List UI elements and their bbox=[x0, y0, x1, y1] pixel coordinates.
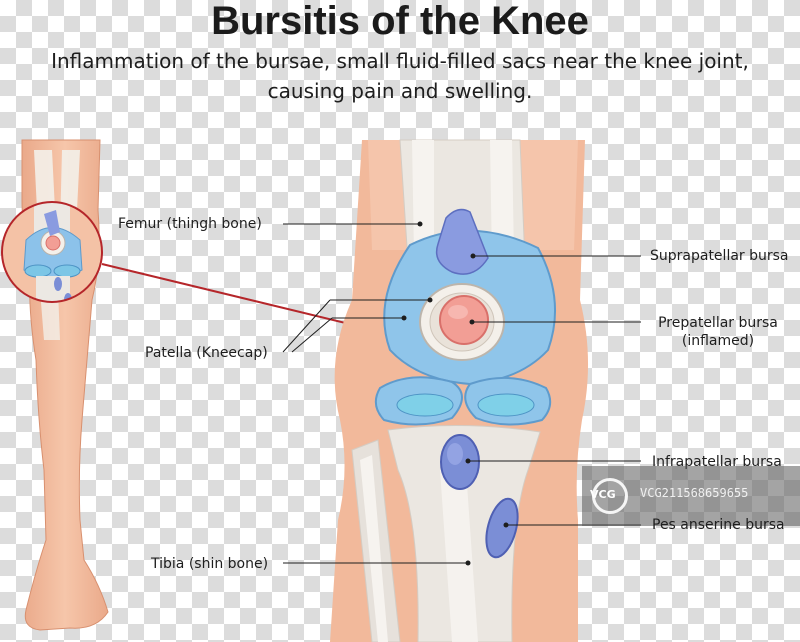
label-prepatellar-line-2: (inflamed) bbox=[681, 333, 755, 349]
zoom-circle bbox=[1, 201, 103, 303]
watermark-id: VCG211568659655 bbox=[640, 486, 749, 500]
subtitle-line-1: Inflammation of the bursae, small fluid-… bbox=[51, 49, 749, 73]
label-tibia: Tibia (shin bone) bbox=[151, 556, 269, 572]
watermark-brand: VCG bbox=[590, 488, 616, 501]
label-patella: Patella (Kneecap) bbox=[145, 345, 268, 361]
label-prepatellar-bursa: Prepatellar bursa (inflamed) bbox=[646, 314, 790, 350]
large-knee bbox=[330, 139, 589, 642]
label-suprapatellar-bursa: Suprapatellar bursa bbox=[650, 248, 789, 264]
diagram-title: Bursitis of the Knee bbox=[211, 0, 589, 43]
watermark-logo-icon bbox=[592, 478, 628, 514]
watermark: VCG VCG211568659655 bbox=[582, 466, 800, 526]
label-femur: Femur (thingh bone) bbox=[118, 216, 262, 232]
subtitle-line-2: causing pain and swelling. bbox=[267, 79, 533, 103]
leader-dots bbox=[401, 221, 509, 566]
leader-lines bbox=[282, 223, 641, 564]
label-pes-anserine-bursa: Pes anserine bursa bbox=[652, 517, 785, 533]
label-prepatellar-line-1: Prepatellar bursa bbox=[658, 315, 778, 331]
diagram-subtitle: Inflammation of the bursae, small fluid-… bbox=[20, 46, 780, 106]
